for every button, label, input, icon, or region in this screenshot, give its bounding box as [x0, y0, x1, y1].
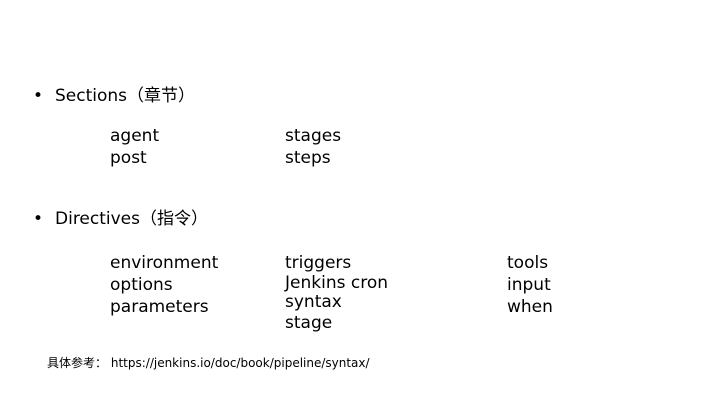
list-item: syntax	[285, 292, 342, 312]
list-item: options	[110, 275, 173, 295]
directives-column-1: environment options parameters	[110, 252, 218, 318]
bullet-icon: •	[33, 209, 44, 229]
list-item: agent	[110, 126, 160, 146]
directives-column-2: triggers Jenkins cron syntax stage	[285, 252, 388, 334]
list-item: stage	[285, 313, 333, 333]
directives-heading: • Directives（指令）	[33, 209, 208, 229]
bullet-icon: •	[33, 86, 44, 106]
list-item: parameters	[110, 297, 209, 317]
list-item: when	[507, 297, 553, 317]
sections-heading: • Sections（章节）	[33, 86, 195, 106]
list-item: post	[110, 148, 147, 168]
sections-column-2: stages steps	[285, 125, 341, 169]
sections-title: Sections（章节）	[55, 86, 196, 106]
reference-link[interactable]: https://jenkins.io/doc/book/pipeline/syn…	[110, 356, 370, 370]
list-item: input	[507, 275, 551, 295]
directives-column-3: tools input when	[507, 252, 553, 318]
list-item: Jenkins cron	[285, 273, 388, 293]
sections-column-1: agent post	[110, 125, 159, 169]
list-item: steps	[285, 148, 331, 168]
reference-line: 具体参考： https://jenkins.io/doc/book/pipeli…	[47, 356, 370, 370]
reference-label: 具体参考：	[47, 356, 108, 370]
directives-title: Directives（指令）	[55, 209, 208, 229]
list-item: environment	[110, 253, 219, 273]
list-item: stages	[285, 126, 342, 146]
list-item: tools	[507, 253, 549, 273]
list-item: triggers	[285, 253, 352, 273]
